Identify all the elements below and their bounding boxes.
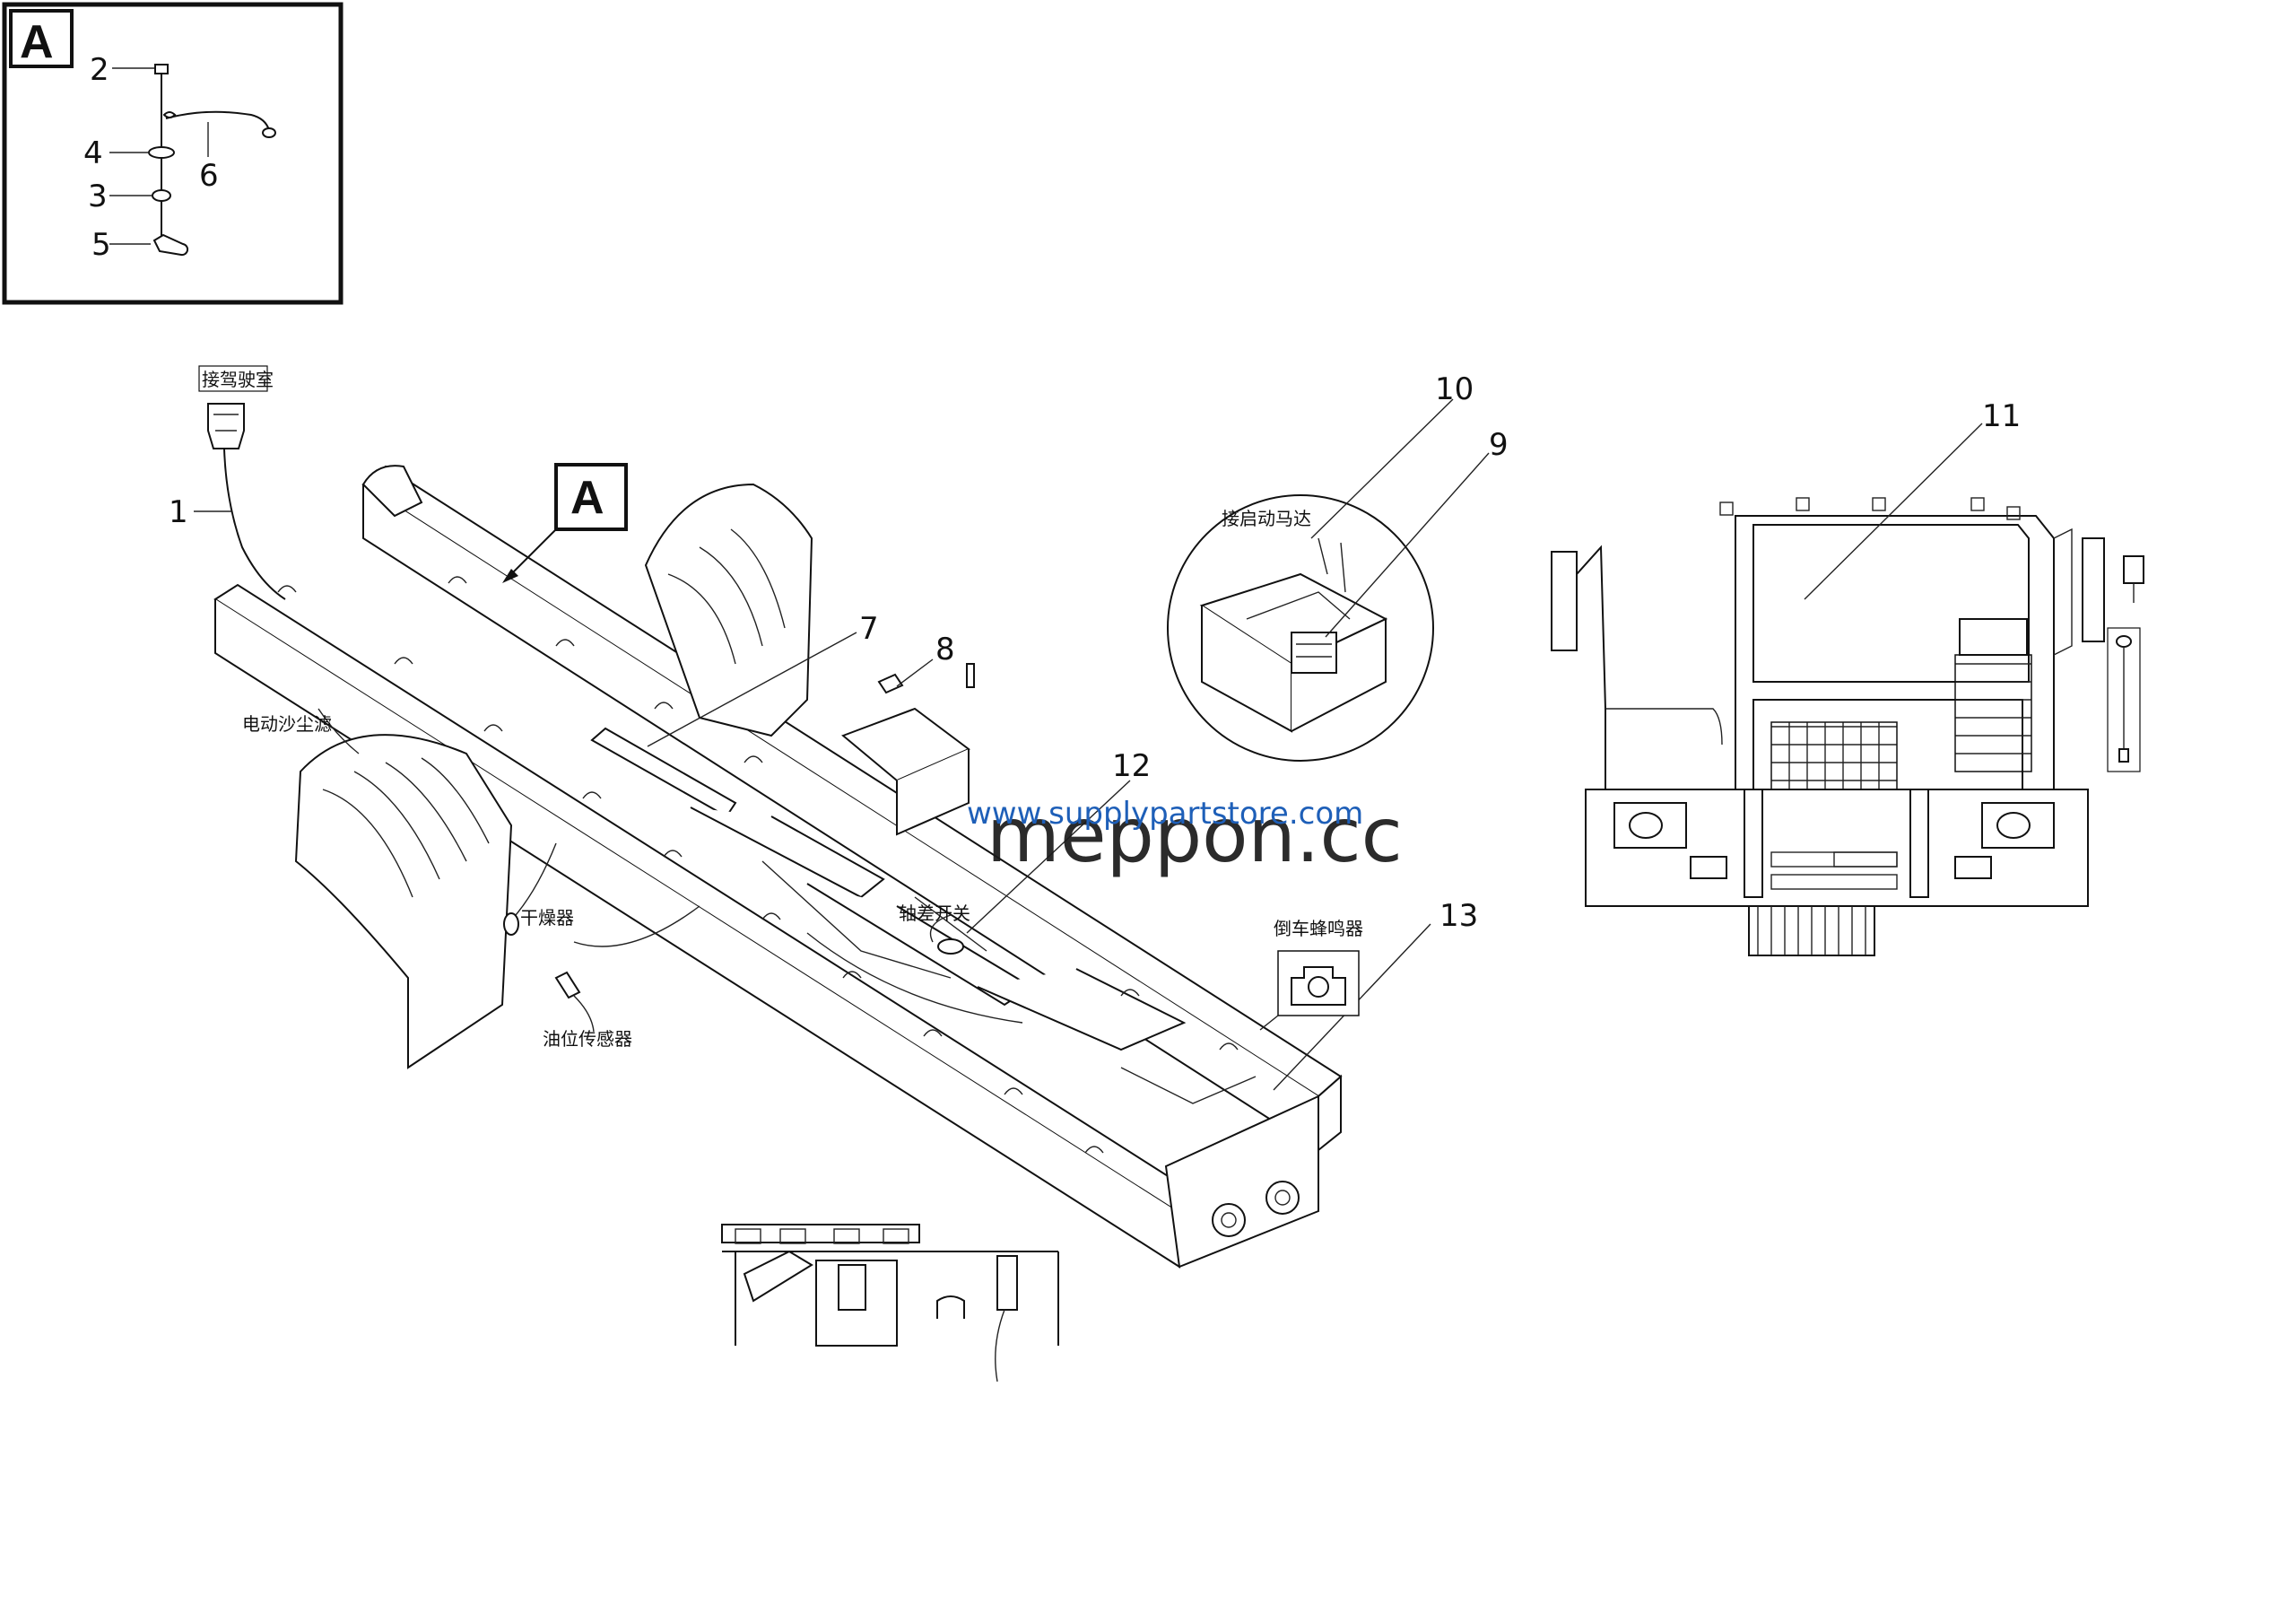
- starter-detail: 接启动马达 10 9: [1167, 371, 1509, 762]
- view-marker-a: A: [502, 463, 628, 583]
- label-electric-dust-filter: 电动沙尘滤: [242, 713, 332, 735]
- callout-9: 9: [1489, 427, 1509, 463]
- label-reverse-buzzer: 倒车蜂鸣器: [1274, 918, 1363, 939]
- callout-8: 8: [935, 632, 955, 667]
- main-callouts: 1 7 8 12 13: [169, 494, 1478, 1091]
- callout-2: 2: [90, 52, 109, 88]
- vehicle-rear-view: 11: [1551, 398, 2144, 956]
- label-to-starter-motor: 接启动马达: [1222, 508, 1311, 529]
- label-fuel-level-sensor: 油位传感器: [543, 1028, 632, 1050]
- label-dryer: 干燥器: [520, 907, 574, 929]
- callout-3: 3: [88, 179, 108, 214]
- label-to-cab: 接驾驶室: [202, 369, 274, 390]
- callout-13: 13: [1439, 898, 1478, 934]
- callout-11: 11: [1982, 398, 2021, 434]
- callout-5: 5: [91, 227, 111, 263]
- watermark-site: www.supplypartstore.com: [967, 796, 1363, 832]
- callout-4: 4: [83, 135, 103, 171]
- callout-6: 6: [199, 158, 219, 194]
- callout-10: 10: [1435, 371, 1474, 407]
- detail-box-label: A: [20, 16, 54, 68]
- callout-12: 12: [1112, 748, 1151, 784]
- callout-1: 1: [169, 494, 188, 530]
- chassis-frame: [207, 403, 1343, 1269]
- label-axle-switch: 轴差开关: [899, 903, 970, 924]
- callout-7: 7: [859, 611, 879, 647]
- detail-box-a: A 2 4 3 5 6: [2, 2, 344, 305]
- bottom-section-detail: [721, 1224, 1059, 1382]
- view-marker-label: A: [570, 472, 604, 524]
- watermark-brand: meppon.cc: [987, 791, 1403, 879]
- reverse-buzzer: 倒车蜂鸣器: [1259, 918, 1363, 1031]
